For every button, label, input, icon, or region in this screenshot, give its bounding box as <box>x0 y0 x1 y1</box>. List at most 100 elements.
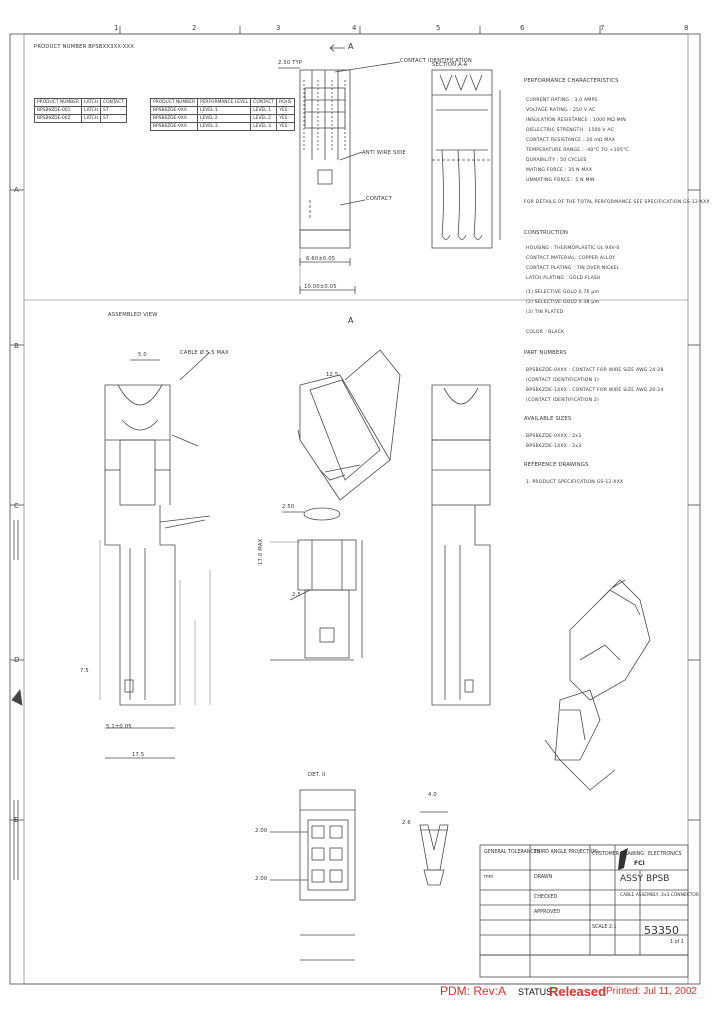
general-tolerance-label: GENERAL TOLERANCES <box>484 850 540 855</box>
section-marker: A <box>348 42 354 51</box>
spec-line: MATING FORCE : 35 N MAX <box>526 168 593 173</box>
spec-line: CONTACT MATERIAL: COPPER ALLOY <box>526 256 616 261</box>
table-cell: PERFORMANCE LEVEL <box>197 98 252 107</box>
drawing-number: 53350 <box>644 924 679 937</box>
sheet-number: 1 of 1 <box>670 940 684 945</box>
spec-line: BPSB6ZDE-1XXX : CONTACT FOR WIRE SIZE AW… <box>526 388 664 393</box>
dimension-label: 2.6 <box>402 820 411 826</box>
spec-line: BPSB6ZDE-0XXX : CONTACT FOR WIRE SIZE AW… <box>526 368 664 373</box>
spec-line: 1. PRODUCT SPECIFICATION GS-12-XXX <box>526 480 624 485</box>
spec-line: CONTACT RESISTANCE : 20 mΩ MAX <box>526 138 616 143</box>
contact-identification-label: CONTACT IDENTIFICATION <box>400 58 472 64</box>
table-cell: LEVEL 2 <box>197 114 252 123</box>
table-cell: YES <box>276 114 295 123</box>
spec-line: VOLTAGE RATING : 250 V AC <box>526 108 596 113</box>
spec-line: (2) SELECTIVE GOLD 0.38 μm <box>526 300 600 305</box>
table-cell: YES <box>276 122 295 131</box>
table-cell: BPSB6ZDE-00Z <box>33 114 83 123</box>
scale-label: SCALE 2:1 <box>592 925 617 930</box>
dimension-label: CABLE Ø 5.5 MAX <box>180 350 229 356</box>
dimension-label: 2.00 <box>255 828 268 834</box>
table-cell: LEVEL 2 <box>250 114 278 123</box>
spec-note: FOR DETAILS OF THE TOTAL PERFORMANCE SEE… <box>524 200 710 205</box>
zone-label: 3 <box>276 24 281 32</box>
spec-line: CONTACT PLATING : TIN OVER NICKEL <box>526 266 620 271</box>
dimension-label: 12.5 <box>326 372 339 378</box>
table-cell: ST <box>100 114 127 123</box>
dimension-label: 17.5 <box>132 752 145 758</box>
table-cell: LATCH <box>81 98 102 107</box>
status-value: Released <box>549 984 607 999</box>
printed-date: Printed: Jul 11, 2002 <box>606 986 697 997</box>
table-cell: LATCH <box>81 114 102 123</box>
table-cell: LEVEL 3 <box>197 122 252 131</box>
zone-label: 4 <box>352 24 357 32</box>
dimension-label: 7.5 <box>80 668 89 674</box>
spec-line: (1) SELECTIVE GOLD 0.76 μm <box>526 290 600 295</box>
table-cell: BPSB6ZDE-0XX <box>149 114 199 123</box>
spec-line: (CONTACT IDENTIFICATION 1) <box>526 378 600 383</box>
table-cell: ROHS <box>276 98 295 107</box>
zone-label: D <box>14 656 20 664</box>
detail-label: DET. II <box>308 772 326 778</box>
zone-label: 2 <box>192 24 197 32</box>
checked-label: CHECKED <box>534 895 558 900</box>
anti-wire-side-label: ANTI WIRE SIDE <box>362 150 406 156</box>
table-cell: LEVEL 1 <box>250 106 278 115</box>
spec-line: COLOR : BLACK <box>526 330 565 335</box>
table-cell: PRODUCT NUMBER <box>33 98 83 107</box>
table-cell: YES <box>276 106 295 115</box>
spec-line: TEMPERATURE RANGE : -40°C TO +105°C <box>526 148 629 153</box>
section-title: REFERENCE DRAWINGS <box>524 462 589 468</box>
table-cell: ST <box>100 106 127 115</box>
drawing-subtitle: CABLE ASSEMBLY, 2x3 CONNECTOR <box>620 893 699 898</box>
spec-line: BPSB6ZDE-1XXX : 2x3 <box>526 444 582 449</box>
dimension-label: 10.00±0.05 <box>304 284 337 290</box>
zone-label: E <box>14 816 19 824</box>
spec-line: DIELECTRIC STRENGTH : 1500 V AC <box>526 128 615 133</box>
dimension-label: 2.00 <box>255 876 268 882</box>
customer-label: CUSTOMER DRAWING <box>592 852 644 857</box>
dimension-label: 2.5 <box>292 592 301 598</box>
zone-label: 7 <box>600 24 605 32</box>
contact-label: CONTACT <box>366 196 392 202</box>
section-title: CONSTRUCTION <box>524 230 569 236</box>
spec-line: LATCH PLATING : GOLD FLASH <box>526 276 601 281</box>
dimension-label: 5.1±0.05 <box>106 724 132 730</box>
spec-line: (CONTACT IDENTIFICATION 2) <box>526 398 600 403</box>
zone-label: 6 <box>520 24 525 32</box>
units-label: mm <box>484 875 494 880</box>
zone-label: 1 <box>114 24 119 32</box>
section-title: AVAILABLE SIZES <box>524 416 572 422</box>
dimension-label: 2.50 TYP <box>278 60 303 66</box>
dimension-label: 17.0 MAX <box>258 538 264 565</box>
third-angle-label: THIRD ANGLE PROJECTION <box>534 850 598 855</box>
spec-line: UNMATING FORCE : 5 N MIN <box>526 178 595 183</box>
company-name: ELECTRONICS <box>648 852 682 857</box>
status-prefix: STATUS <box>518 987 553 997</box>
table-cell: CONTACT <box>250 98 278 107</box>
product-number-note: PRODUCT NUMBER BPSBXX3XX-XXX <box>34 44 134 50</box>
section-title: PERFORMANCE CHARACTERISTICS <box>524 78 619 84</box>
zone-label: A <box>14 186 19 194</box>
dimension-label: 4.0 <box>428 792 437 798</box>
section-title: PART NUMBERS <box>524 350 567 356</box>
zone-label: B <box>14 342 19 350</box>
spec-line: (3) TIN PLATED <box>526 310 564 315</box>
dimension-label: 2.50 <box>282 504 295 510</box>
table-cell: BPSB6ZDE-0XX <box>149 122 199 131</box>
spec-line: BPSB6ZDE-0XXX : 2x3 <box>526 434 582 439</box>
dimension-label: 5.0 <box>138 352 147 358</box>
section-aa-label: SECTION A-A <box>432 62 468 68</box>
table-cell: BPSB6ZDE-0XX <box>149 106 199 115</box>
table-cell: LATCH <box>81 106 102 115</box>
